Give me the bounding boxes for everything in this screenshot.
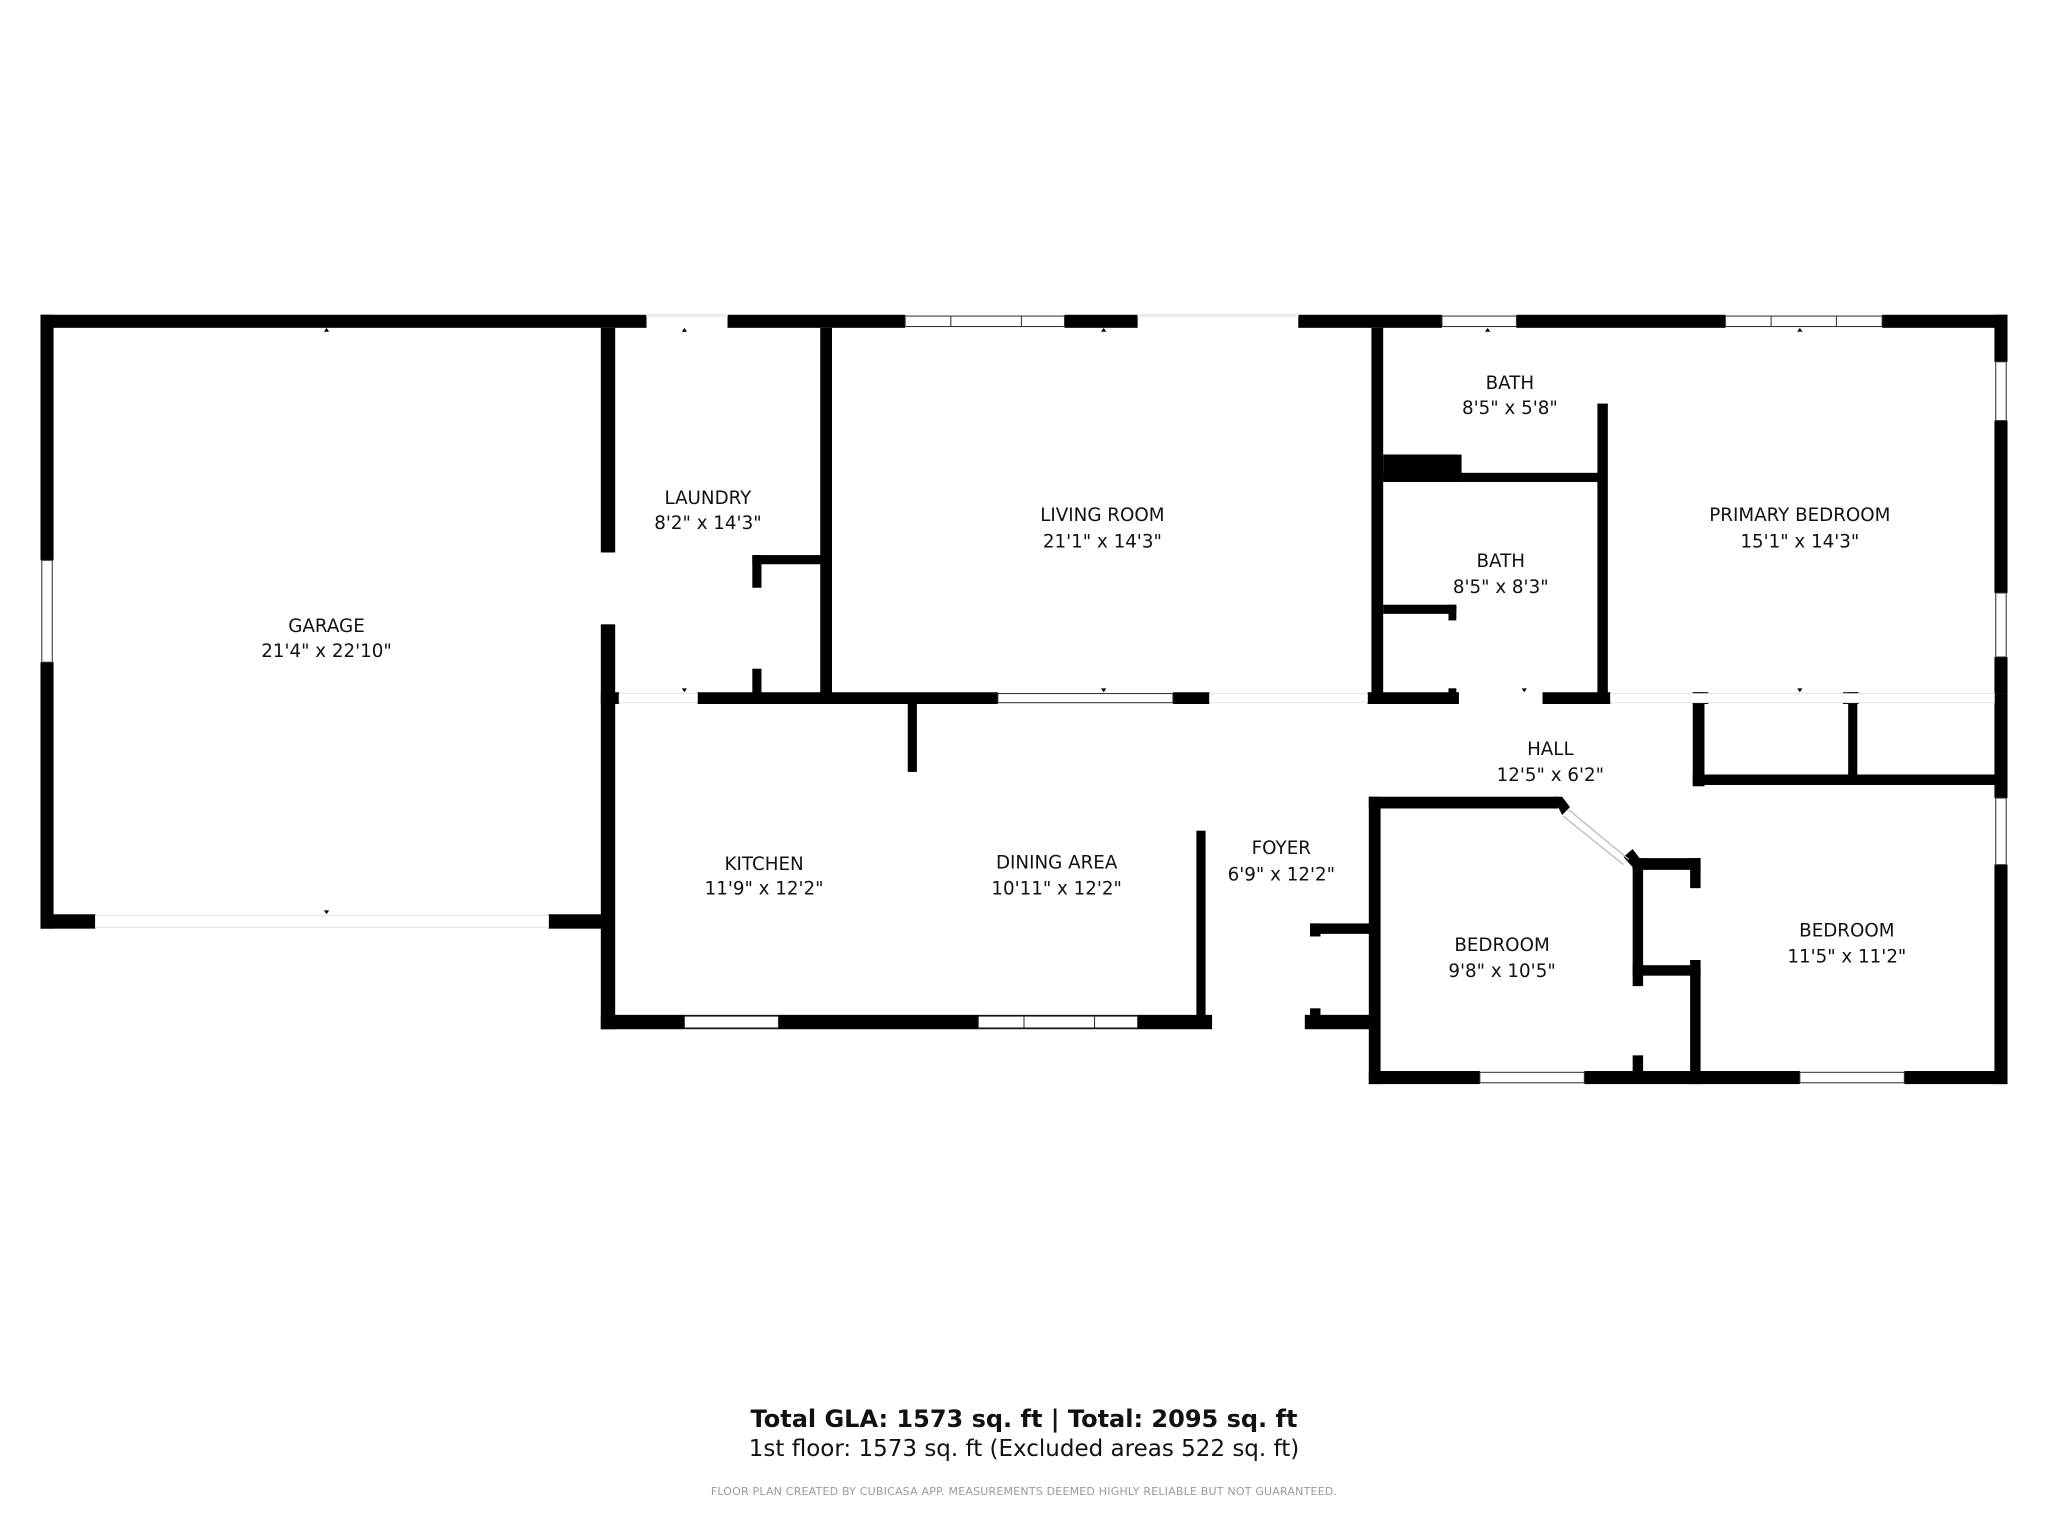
room-name: KITCHEN [725, 854, 804, 875]
disclaimer: FLOOR PLAN CREATED BY CUBICASA APP. MEAS… [710, 1485, 1338, 1498]
room-name: BATH [1476, 551, 1525, 572]
area-totals: Total GLA: 1573 sq. ft | Total: 2095 sq.… [750, 1405, 1298, 1433]
room-dimensions: 8'5" x 8'3" [1453, 577, 1549, 598]
dimension-markers [323, 327, 1803, 915]
openings [94, 314, 1995, 928]
room-name: FOYER [1252, 838, 1312, 859]
room-dining-area: DINING AREA 10'11" x 12'2" [991, 853, 1122, 900]
room-dimensions: 8'2" x 14'3" [654, 513, 761, 534]
room-bath-upper: BATH 8'5" x 5'8" [1462, 373, 1558, 419]
room-name: DINING AREA [996, 853, 1118, 874]
room-laundry: LAUNDRY 8'2" x 14'3" [654, 488, 761, 534]
room-name: LAUNDRY [664, 488, 752, 509]
room-name: PRIMARY BEDROOM [1709, 505, 1890, 526]
room-dimensions: 21'1" x 14'3" [1043, 531, 1162, 552]
windows [41, 315, 2007, 1084]
room-dimensions: 12'5" x 6'2" [1497, 765, 1604, 786]
room-dimensions: 21'4" x 22'10" [261, 641, 392, 662]
room-dimensions: 8'5" x 5'8" [1462, 398, 1558, 419]
room-name: BATH [1486, 373, 1535, 394]
room-bath-lower: BATH 8'5" x 8'3" [1453, 551, 1549, 598]
room-name: GARAGE [288, 616, 364, 637]
room-dimensions: 11'9" x 12'2" [705, 879, 824, 900]
room-labels: GARAGE 21'4" x 22'10" LAUNDRY 8'2" x 14'… [261, 373, 1906, 982]
room-dimensions: 6'9" x 12'2" [1228, 864, 1335, 885]
room-name: HALL [1527, 739, 1574, 760]
room-dimensions: 10'11" x 12'2" [991, 879, 1122, 900]
room-living-room: LIVING ROOM 21'1" x 14'3" [1040, 505, 1164, 552]
room-primary-bedroom: PRIMARY BEDROOM 15'1" x 14'3" [1709, 505, 1890, 552]
room-kitchen: KITCHEN 11'9" x 12'2" [705, 854, 824, 900]
room-bedroom-left: BEDROOM 9'8" x 10'5" [1448, 935, 1555, 982]
room-name: LIVING ROOM [1040, 505, 1164, 526]
room-foyer: FOYER 6'9" x 12'2" [1228, 838, 1335, 885]
room-dimensions: 11'5" x 11'2" [1787, 947, 1906, 968]
room-dimensions: 15'1" x 14'3" [1740, 531, 1859, 552]
room-garage: GARAGE 21'4" x 22'10" [261, 616, 392, 662]
floor-area-summary: 1st floor: 1573 sq. ft (Excluded areas 5… [748, 1436, 1300, 1462]
room-name: BEDROOM [1799, 920, 1894, 941]
room-dimensions: 9'8" x 10'5" [1448, 961, 1555, 982]
room-bedroom-right: BEDROOM 11'5" x 11'2" [1787, 920, 1906, 967]
room-name: BEDROOM [1454, 935, 1549, 956]
room-hall: HALL 12'5" x 6'2" [1497, 739, 1604, 786]
